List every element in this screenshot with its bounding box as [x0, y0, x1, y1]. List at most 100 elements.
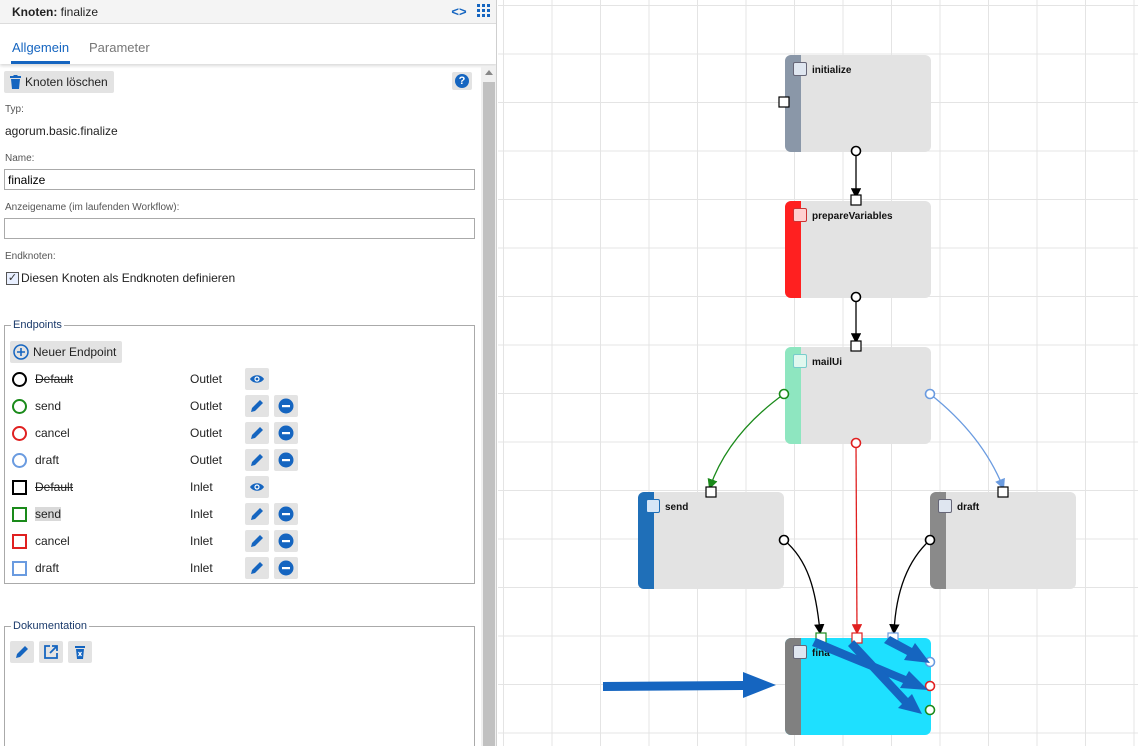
- endpoint-type: Outlet: [190, 372, 223, 386]
- new-endpoint-button[interactable]: Neuer Endpoint: [10, 341, 123, 363]
- node-send[interactable]: send: [638, 492, 784, 589]
- type-value: agorum.basic.finalize: [5, 124, 118, 138]
- active-tab-indicator: [11, 61, 70, 64]
- edge-mailUi-finalize-cancel: [851, 443, 863, 635]
- outlet-mailUi-draft: [924, 388, 936, 400]
- delete-node-label: Knoten löschen: [25, 75, 108, 89]
- workflow-edges: [707, 155, 1005, 635]
- endpoint-name: send: [35, 399, 62, 413]
- edit-endpoint-button[interactable]: [245, 395, 269, 417]
- eye-icon: [250, 483, 264, 491]
- edit-endpoint-button[interactable]: [245, 449, 269, 471]
- edit-endpoint-button[interactable]: [245, 530, 269, 552]
- display-name-input[interactable]: [4, 218, 475, 239]
- end-node-label: Endknoten:: [5, 251, 56, 262]
- inlet-prepareVariables-default: [850, 194, 862, 206]
- outlet-finalize-cancel: [924, 680, 936, 692]
- eye-icon: [250, 375, 264, 383]
- edge-draft-finalize: [889, 539, 931, 635]
- inlet-square-icon: [12, 507, 27, 522]
- grid-icon[interactable]: [476, 4, 492, 20]
- node-label: fina: [812, 648, 830, 659]
- node-mailUi[interactable]: mailUi: [785, 347, 931, 444]
- pencil-icon: [251, 400, 263, 412]
- edit-endpoint-button[interactable]: [245, 503, 269, 525]
- end-node-checkbox[interactable]: ✓: [6, 272, 19, 285]
- edge-mailUi-send: [707, 393, 785, 490]
- inlet-initialize-default: [778, 96, 790, 108]
- panel-header: Knoten: finalize <>: [0, 0, 496, 24]
- scroll-up-icon[interactable]: [485, 70, 493, 75]
- node-label: send: [665, 502, 689, 513]
- endpoint-type: Inlet: [190, 507, 213, 521]
- mail-node-icon: [793, 354, 807, 368]
- endpoint-name: send: [35, 507, 62, 521]
- new-endpoint-label: Neuer Endpoint: [33, 345, 117, 359]
- delete-node-button[interactable]: Knoten löschen: [4, 71, 114, 93]
- outlet-initialize-default: [850, 145, 862, 157]
- remove-endpoint-button[interactable]: [274, 503, 298, 525]
- doc-open-external-button[interactable]: [39, 641, 63, 663]
- view-endpoint-button[interactable]: [245, 368, 269, 390]
- inlet-finalize-cancel: [851, 632, 863, 644]
- endpoint-type: Outlet: [190, 426, 223, 440]
- pencil-icon: [251, 454, 263, 466]
- pencil-icon: [16, 646, 28, 658]
- remove-endpoint-button[interactable]: [274, 395, 298, 417]
- endpoint-name: Default: [35, 372, 74, 386]
- node-stripe: [785, 638, 801, 735]
- edit-endpoint-button[interactable]: [245, 422, 269, 444]
- type-label: Typ:: [5, 104, 24, 115]
- node-prepareVariables[interactable]: prepareVariables: [785, 201, 931, 298]
- minus-circle-icon: [278, 425, 294, 441]
- end-node-checkbox-label: Diesen Knoten als Endknoten definieren: [21, 271, 236, 285]
- endpoint-type: Outlet: [190, 453, 223, 467]
- outlet-prepareVariables-default: [850, 291, 862, 303]
- inlet-square-icon: [12, 534, 27, 549]
- minus-circle-icon: [278, 560, 294, 576]
- edit-endpoint-button[interactable]: [245, 557, 269, 579]
- minus-circle-icon: [278, 506, 294, 522]
- remove-endpoint-button[interactable]: [274, 530, 298, 552]
- outlet-circle-icon: [12, 399, 27, 414]
- script-node-icon: [793, 62, 807, 76]
- doc-delete-button[interactable]: [68, 641, 92, 663]
- scrollbar-thumb[interactable]: [483, 82, 495, 746]
- node-draft[interactable]: draft: [930, 492, 1076, 589]
- panel-scrollbar[interactable]: [481, 66, 496, 746]
- display-name-label: Anzeigename (im laufenden Workflow):: [5, 202, 180, 213]
- view-endpoint-button[interactable]: [245, 476, 269, 498]
- remove-endpoint-button[interactable]: [274, 557, 298, 579]
- inlet-mailUi-default: [850, 340, 862, 352]
- minus-circle-icon: [278, 452, 294, 468]
- endpoints-legend: Endpoints: [13, 319, 62, 331]
- node-label: prepareVariables: [812, 211, 893, 222]
- trash-icon: [10, 75, 21, 89]
- remove-endpoint-button[interactable]: [274, 422, 298, 444]
- draft-node-icon: [938, 499, 952, 513]
- code-icon[interactable]: <>: [451, 4, 467, 19]
- workflow-canvas[interactable]: initialize prepareVariables mailUi send …: [498, 0, 1138, 746]
- pencil-icon: [251, 508, 263, 520]
- node-initialize[interactable]: initialize: [785, 55, 931, 152]
- outlet-finalize-send: [924, 704, 936, 716]
- inlet-square-icon: [12, 561, 27, 576]
- name-input[interactable]: [4, 169, 475, 190]
- outlet-mailUi-send: [778, 388, 790, 400]
- pencil-icon: [251, 562, 263, 574]
- inlet-send-default: [705, 486, 717, 498]
- endpoints-group: Endpoints: [4, 319, 475, 584]
- tab-allgemein[interactable]: Allgemein: [12, 40, 70, 55]
- remove-endpoint-button[interactable]: [274, 449, 298, 471]
- tab-parameter[interactable]: Parameter: [89, 40, 150, 55]
- doc-edit-button[interactable]: [10, 641, 34, 663]
- minus-circle-icon: [278, 533, 294, 549]
- help-button[interactable]: ?: [452, 72, 472, 90]
- annotation-arrow-3: [848, 640, 922, 714]
- documentation-group: Dokumentation: [4, 620, 475, 746]
- node-label: mailUi: [812, 357, 843, 368]
- endpoint-name: cancel: [35, 534, 70, 548]
- trash-x-icon: [75, 646, 85, 659]
